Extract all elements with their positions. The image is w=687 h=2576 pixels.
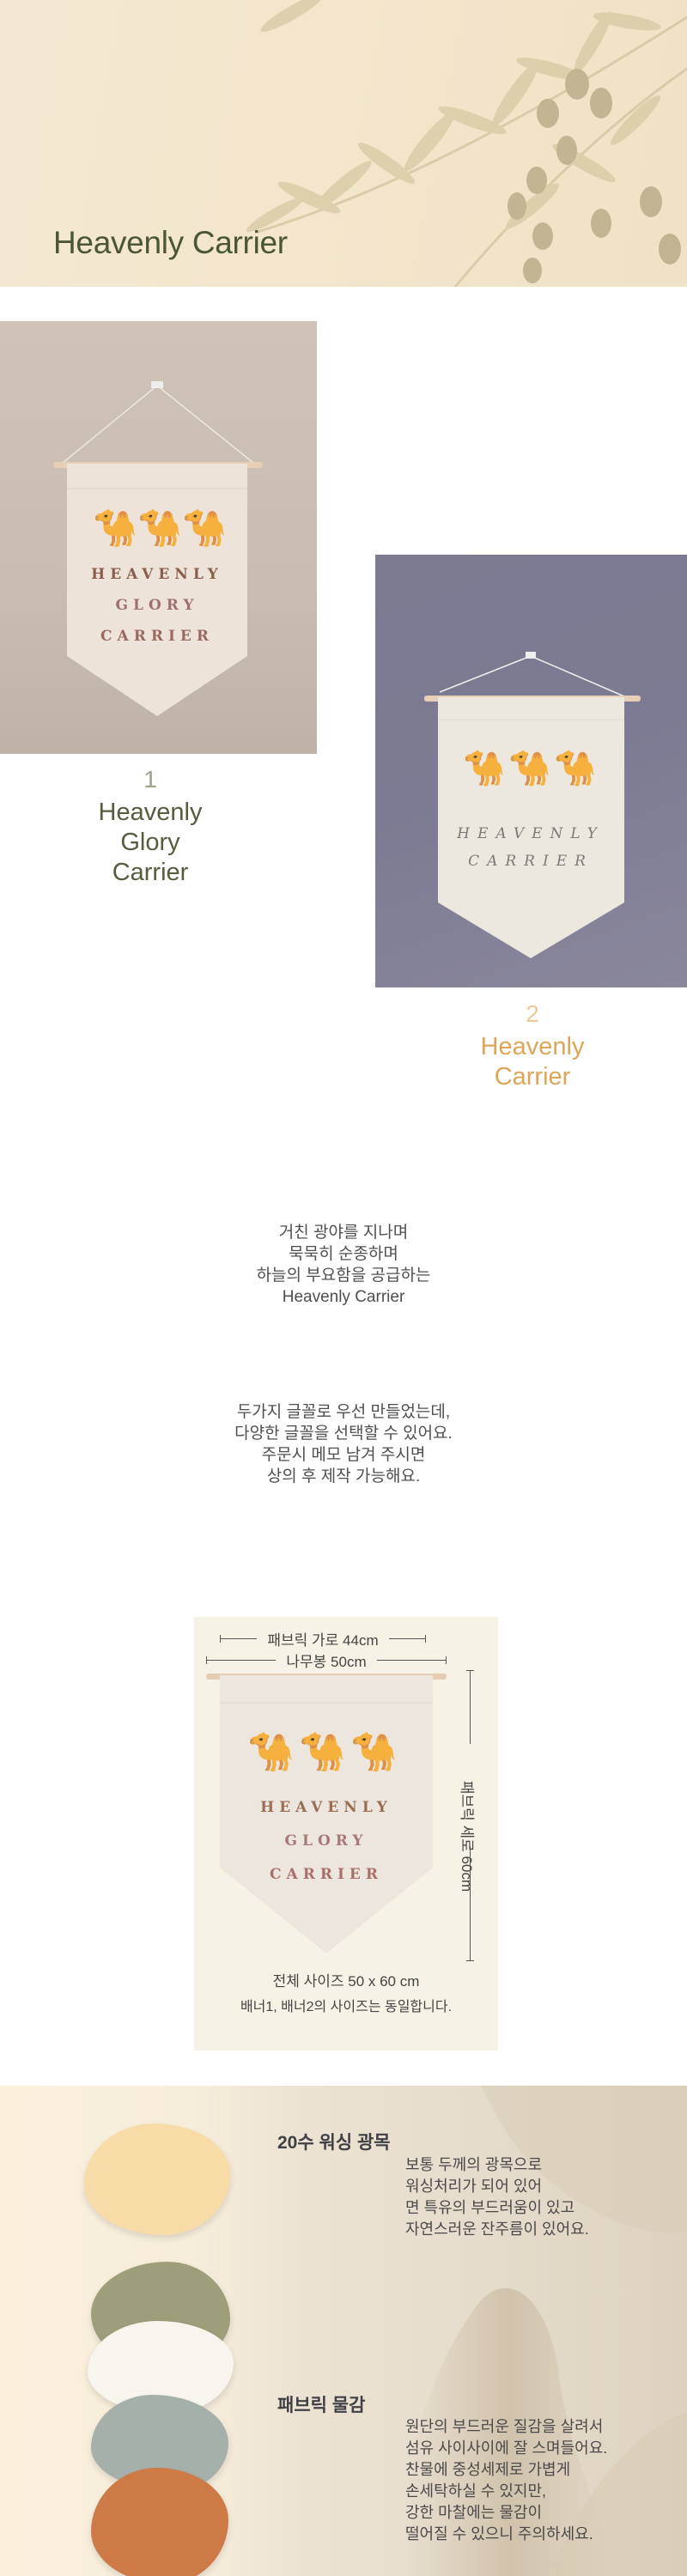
fabric-line: 보통 두께의 광목으로 (405, 2156, 543, 2173)
paint-line: 찬물에 중성세제로 가볍게 (405, 2461, 571, 2478)
paint-heading: 패브릭 물감 (277, 2396, 366, 2415)
rod-width-label: 나무봉 50cm (286, 1654, 367, 1670)
svg-text:GLORY: GLORY (284, 1832, 368, 1850)
height-dimension-line-top (470, 1670, 471, 1744)
same-size-note: 배너1, 배너2의 사이즈는 동일합니다. (240, 2000, 453, 2014)
rod-width-dimension: 나무봉 50cm (206, 1649, 447, 1671)
intro-paragraph: 거친 광야를 지나며 묵묵히 순종하며 하늘의 부요함을 공급하는 Heaven… (172, 1222, 515, 1308)
product-name-line: Heavenly (480, 1033, 585, 1060)
svg-text:🐪: 🐪 (182, 507, 227, 548)
paint-line: 원단의 부드러운 질감을 살려서 (405, 2418, 604, 2435)
svg-text:🐪: 🐪 (554, 750, 597, 787)
product-caption-2: 2 Heavenly Carrier (429, 999, 635, 1092)
fabric-line: 워싱처리가 되어 있어 (405, 2178, 543, 2195)
svg-text:🐪: 🐪 (137, 507, 182, 548)
intro-line: 거친 광야를 지나며 (278, 1224, 409, 1242)
camel-icons: 🐪 🐪 🐪 (463, 750, 597, 787)
page-title: Heavenly Carrier (53, 225, 288, 260)
svg-text:🐪: 🐪 (247, 1731, 295, 1773)
svg-text:GLORY: GLORY (115, 597, 198, 614)
hero-banner: Heavenly Carrier (0, 0, 687, 287)
font-note-line: 주문시 메모 남겨 주시면 (261, 1446, 426, 1464)
fabric-description: 보통 두께의 광목으로 워싱처리가 되어 있어 면 특유의 부드러움이 있고 자… (405, 2154, 589, 2240)
font-note-paragraph: 두가지 글꼴로 우선 만들었는데, 다양한 글꼴을 선택할 수 있어요. 주문시… (172, 1401, 515, 1487)
paint-line: 섬유 사이사이에 잘 스며들어요. (405, 2439, 608, 2457)
product-name-line: Heavenly (98, 799, 203, 826)
product-number: 2 (526, 1000, 539, 1027)
fabric-height-label: 패브릭 세로 60cm (459, 1780, 476, 1892)
svg-text:HEAVENLY: HEAVENLY (91, 566, 223, 583)
camel-icons: 🐪 🐪 🐪 (247, 1731, 398, 1773)
svg-text:HEAVENLY: HEAVENLY (456, 825, 605, 842)
intro-line: Heavenly Carrier (282, 1288, 405, 1306)
intro-line: 묵묵히 순종하며 (289, 1245, 398, 1263)
svg-text:🐪: 🐪 (93, 507, 137, 548)
fabric-width-dimension: 패브릭 가로 44cm (220, 1628, 427, 1649)
banner-illustration-1: 🐪 🐪 🐪 HEAVENLY GLORY CARRIER (53, 381, 263, 716)
fabric-line: 자연스러운 잔주름이 있어요. (405, 2221, 589, 2238)
product-name-line: Glory (120, 829, 180, 856)
svg-text:CARRIER: CARRIER (100, 628, 214, 645)
fabric-info-section: 20수 워싱 광목 보통 두께의 광목으로 워싱처리가 되어 있어 면 특유의 … (0, 2086, 687, 2576)
olive-branch-illustration (246, 0, 687, 287)
size-guide-card: 패브릭 가로 44cm 나무봉 50cm 🐪 🐪 🐪 HEAVENLY GLOR… (194, 1617, 498, 2050)
fabric-width-label: 패브릭 가로 44cm (267, 1632, 379, 1649)
total-size-text: 전체 사이즈 50 x 60 cm (272, 1973, 420, 1990)
fabric-line: 면 특유의 부드러움이 있고 (405, 2199, 575, 2216)
paint-swatch-cream (84, 2123, 230, 2235)
intro-line: 하늘의 부요함을 공급하는 (256, 1267, 431, 1285)
svg-text:CARRIER: CARRIER (468, 853, 593, 870)
svg-text:🐪: 🐪 (299, 1731, 346, 1773)
fabric-texture-background (402, 2086, 687, 2576)
paint-line: 강한 마찰에는 물감이 (405, 2504, 543, 2521)
paint-line: 떨어질 수 있으니 주의하세요. (405, 2525, 593, 2543)
fabric-heading: 20수 워싱 광목 (277, 2133, 391, 2153)
product-photo-2: 🐪 🐪 🐪 HEAVENLY CARRIER (375, 555, 687, 987)
svg-text:CARRIER: CARRIER (270, 1866, 383, 1883)
svg-text:🐪: 🐪 (508, 750, 551, 787)
svg-text:🐪: 🐪 (463, 750, 506, 787)
product-caption-1: 1 Heavenly Glory Carrier (52, 764, 249, 888)
product-number: 1 (143, 766, 157, 793)
banner-size-illustration: 🐪 🐪 🐪 HEAVENLY GLORY CARRIER (206, 1674, 447, 1953)
svg-text:🐪: 🐪 (350, 1731, 398, 1773)
font-note-line: 두가지 글꼴로 우선 만들었는데, (236, 1403, 451, 1421)
svg-text:HEAVENLY: HEAVENLY (260, 1799, 392, 1816)
product-photo-1: 🐪 🐪 🐪 HEAVENLY GLORY CARRIER (0, 321, 317, 754)
font-note-line: 상의 후 제작 가능해요. (266, 1467, 421, 1485)
paint-description: 원단의 부드러운 질감을 살려서 섬유 사이사이에 잘 스며들어요. 찬물에 중… (405, 2416, 607, 2545)
product-name-line: Carrier (112, 859, 189, 886)
paint-line: 손세탁하실 수 있지만, (405, 2482, 547, 2500)
fabric-height-dimension: 패브릭 세로 60cm (443, 1780, 495, 1891)
product-name-line: Carrier (494, 1063, 571, 1091)
camel-icons: 🐪 🐪 🐪 (93, 507, 227, 548)
paint-swatch-orange (91, 2468, 228, 2576)
height-dimension-line-bottom (470, 1846, 471, 1960)
height-dimension-cap-bottom (466, 1960, 474, 1961)
banner-illustration-2: 🐪 🐪 🐪 HEAVENLY CARRIER (424, 652, 641, 958)
font-note-line: 다양한 글꼴을 선택할 수 있어요. (234, 1425, 453, 1443)
